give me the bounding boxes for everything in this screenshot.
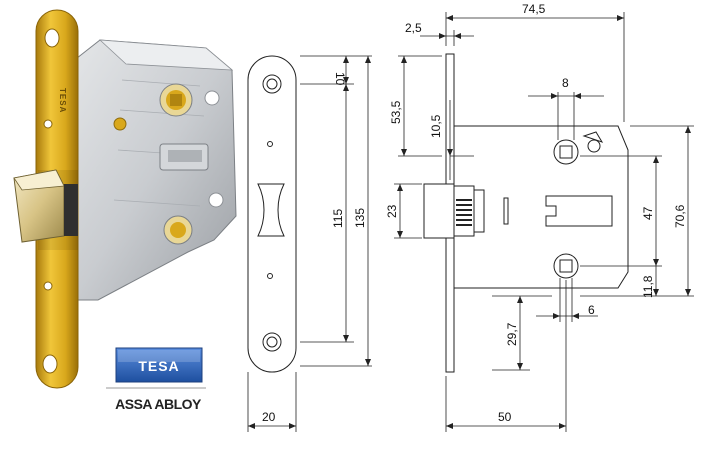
dim-spindle-to-bottom: 47 xyxy=(641,206,655,220)
dim-latch-offset: 10,5 xyxy=(429,114,443,138)
dim-top-hole: 10 xyxy=(333,72,347,86)
dim-total-height: 135 xyxy=(353,208,367,228)
dim-plate-thickness: 2,5 xyxy=(405,21,422,35)
dim-total-length: 74,5 xyxy=(522,2,546,16)
dim-case-height: 70,6 xyxy=(673,204,687,228)
lock-product-illustration: TESA TESA ASSA ABLOY xyxy=(13,9,237,412)
dim-hole-spacing: 115 xyxy=(331,209,345,228)
dim-backset: 53,5 xyxy=(389,100,403,124)
side-view-drawing: 74,5 2,5 8 53,5 10,5 23 xyxy=(385,2,694,432)
lock-case xyxy=(453,125,629,289)
dim-latch-height: 23 xyxy=(385,204,399,218)
dim-hole-diameter: 6 xyxy=(588,303,595,317)
dim-case-depth: 50 xyxy=(498,410,512,424)
latch-spring xyxy=(456,199,472,226)
tesa-logo: TESA ASSA ABLOY xyxy=(106,347,206,412)
dim-width: 20 xyxy=(262,410,276,424)
company-name: ASSA ABLOY xyxy=(115,396,202,412)
dim-bottom-hole: 11,8 xyxy=(641,275,655,298)
dim-spindle-square: 8 xyxy=(562,76,569,90)
latch-bolt-side xyxy=(423,183,455,239)
latch-opening xyxy=(257,183,285,237)
lock-steel-body xyxy=(71,39,237,301)
dim-lower-offset: 29,7 xyxy=(505,322,519,346)
latch-bolt xyxy=(13,169,78,243)
faceplate-engraving: TESA xyxy=(58,88,67,113)
front-view-drawing: 20 10 115 135 xyxy=(247,55,372,432)
logo-wordmark: TESA xyxy=(138,358,179,374)
